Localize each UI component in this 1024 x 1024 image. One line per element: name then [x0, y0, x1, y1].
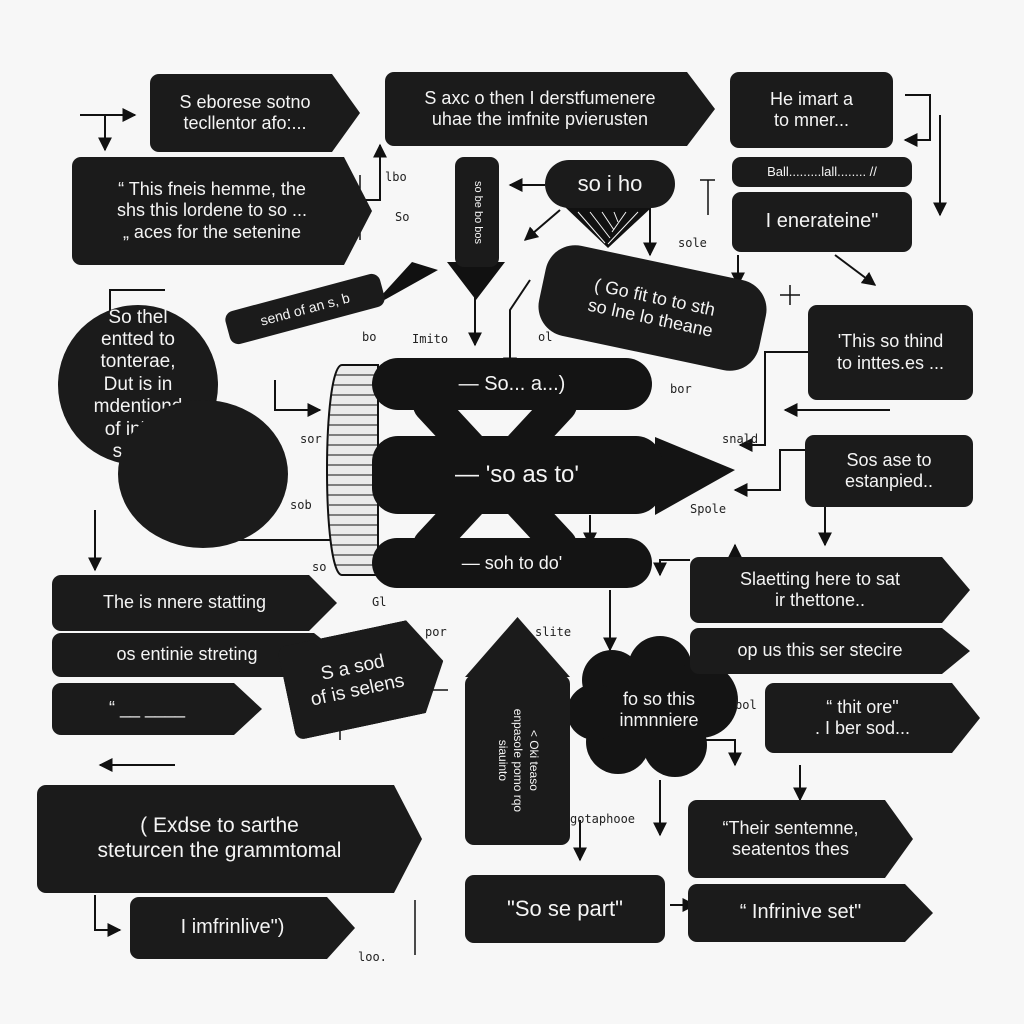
label-bol: bol — [735, 698, 757, 712]
down-arrowhead — [447, 262, 505, 300]
vertical-up-box: < Oki teaso enpasoIe pomo rqo siauinto — [465, 675, 570, 845]
arrowhead — [370, 262, 438, 308]
label-so: So — [395, 210, 410, 224]
connector-arrow — [94, 895, 122, 937]
main-arrowhead — [655, 437, 735, 515]
connector-arrow — [738, 351, 810, 452]
connector-line — [780, 285, 800, 305]
connector-arrow — [274, 380, 322, 417]
thit-ore-box: “ thit ore" . I ber sod... — [765, 683, 980, 753]
label-slite: slite — [535, 625, 572, 639]
connector-line — [700, 179, 715, 215]
top-left-box: S eborese sotno tecllentor afo:... — [150, 74, 360, 152]
stack-row-top: — So... a...) — [372, 358, 652, 410]
this-so-thind-box: 'This so thind to inttes.es ... — [808, 305, 973, 400]
stack-row-bottom: — soh to do' — [372, 538, 652, 588]
funnel-hatching — [577, 211, 639, 245]
stack-side — [326, 364, 379, 576]
connector-arrow — [523, 209, 561, 241]
cloud-shape — [567, 636, 738, 777]
so-se-part-box: "So se part" — [465, 875, 665, 943]
enerateine-box: I enerateine" — [732, 192, 912, 252]
label-bor: bor — [670, 382, 692, 396]
slaetting-box: Slaetting here to sat ir thettone.. — [690, 557, 970, 623]
label-gl: Gl — [372, 595, 387, 609]
vertical-up-box-text: < Oki teaso enpasoIe pomo rqo siauinto — [495, 708, 541, 812]
label-sor: sor — [300, 432, 322, 446]
cloud-box: fo so this inmnniere — [619, 688, 699, 730]
top-center-box: S axc o then I derstfumenere uhae the im… — [385, 72, 715, 146]
funnel-shape — [565, 207, 652, 248]
stack-row-middle: — 'so as to' — [372, 436, 662, 514]
left-circle-bottom — [118, 400, 288, 548]
label-sob: sob — [290, 498, 312, 512]
label-loo: loo. — [358, 950, 387, 964]
label-sole: sole — [678, 236, 707, 250]
their-sentemne-box: “Their sentemne, seatentos thes — [688, 800, 913, 878]
blank-quote-box: “ __ ____ — [52, 683, 262, 735]
vertical-down-box: so be bo bos — [455, 157, 499, 267]
so-i-ho-pill: so i ho — [545, 160, 675, 208]
label-bo: bo — [362, 330, 377, 344]
label-por: por — [425, 625, 447, 639]
vertical-down-box-text: so be bo bos — [471, 180, 484, 244]
label-ol: ol — [538, 330, 553, 344]
grammtomal-box: ( Exdse to sarthe steturcen the grammtom… — [37, 785, 422, 893]
infrinive-set-box: “ Infrinive set" — [688, 884, 933, 942]
label-so-2: so — [312, 560, 327, 574]
quote-box-left: “ This fneis hemme, the shs this lordene… — [72, 157, 372, 265]
connector-arrow — [653, 559, 690, 577]
label-gotaphooe: gotaphooe — [570, 812, 636, 826]
connector-arrow — [834, 254, 877, 286]
label-spole: Spole — [690, 502, 727, 516]
statting-box: The is nnere statting — [52, 575, 337, 631]
connector-arrow — [503, 279, 531, 372]
connector-arrow — [733, 449, 805, 497]
label-imito: Imito — [412, 332, 449, 346]
label-snald: snald — [722, 432, 759, 446]
ball-box: Ball.........lall........ // — [732, 157, 912, 187]
label-lbo: lbo — [385, 170, 407, 184]
connector-arrow — [700, 739, 742, 767]
imfrinlive-box: I imfrinlive") — [130, 897, 355, 959]
ser-stecire-box: op us this ser stecire — [690, 628, 970, 674]
top-right-box: He imart a to mner... — [730, 72, 893, 148]
connector-arrow — [903, 94, 931, 147]
estanpied-box: Sos ase to estanpied.. — [805, 435, 973, 507]
